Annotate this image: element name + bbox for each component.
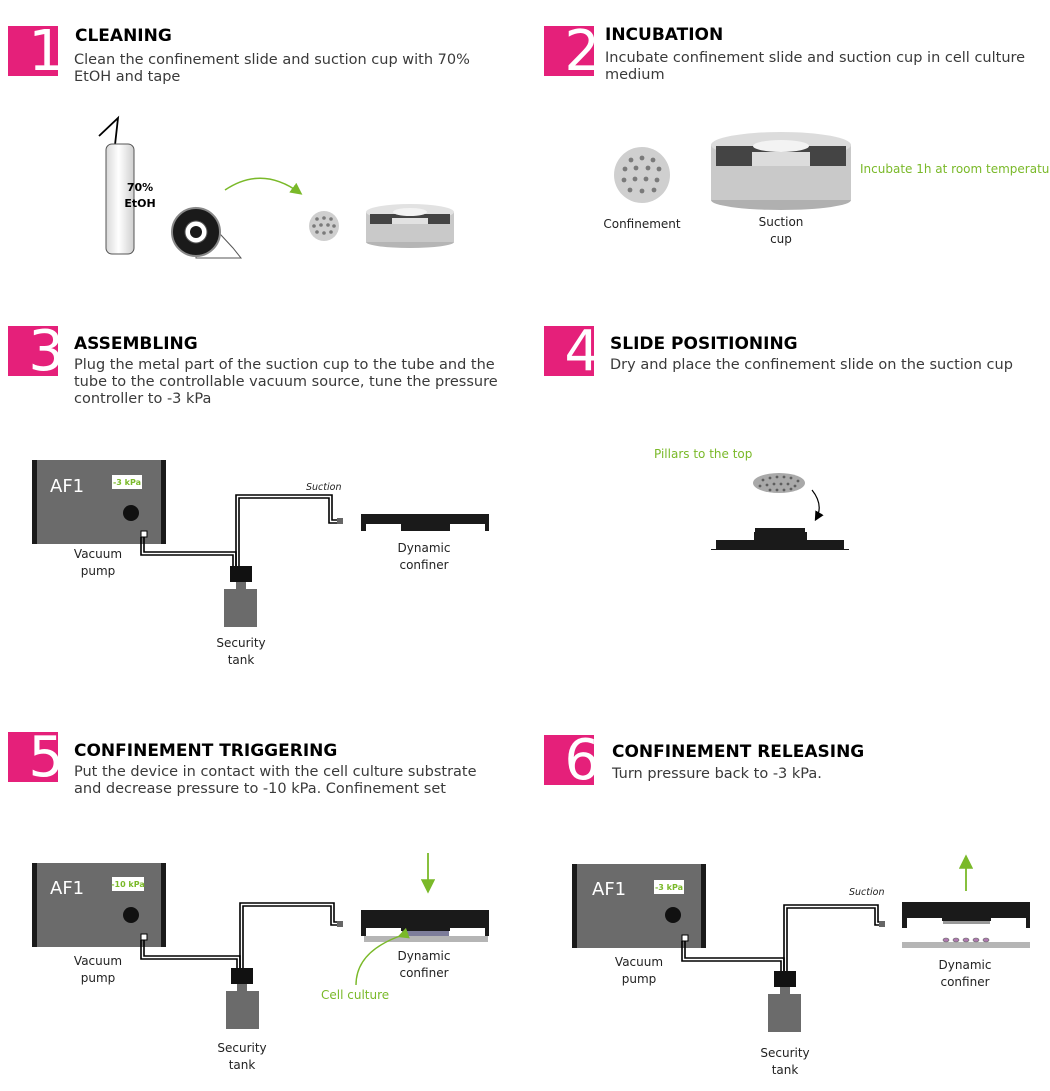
vacuum-pump-label-step6-2: pump [622,972,657,986]
pump-brand: AF1 [50,476,84,497]
green-arrow-icon [224,177,303,195]
confinement-slide-oval [753,473,805,493]
suction-cup-small [366,204,454,248]
pressure-display: -3 kPa [113,478,141,487]
bottle-label-70: 70% [127,181,153,194]
security-tank-step3 [224,566,257,627]
dynamic-confiner-label-step5-2: confiner [399,966,448,980]
step-2-title: INCUBATION [605,25,724,45]
incubate-note: Incubate 1h at room temperature [860,162,1050,176]
security-tank-label-step5-1: Security [217,1041,266,1055]
vacuum-pump-step6: AF1 -3 kPa [572,864,706,948]
suction-cup-large [711,132,851,210]
pressure-display-step5: -10 kPa [111,880,145,889]
step-3-description: Plug the metal part of the suction cup t… [74,357,498,407]
vacuum-pump-step3: AF1 -3 kPa [32,460,166,544]
step-2-description: Incubate confinement slide and suction c… [605,50,1026,83]
step-1-description: Clean the confinement slide and suction … [74,52,470,85]
step-5-number: 5 [8,732,58,782]
dynamic-confiner-label-1: Dynamic [398,541,451,555]
cell-culture-note: Cell culture [321,988,389,1002]
confinement-slide [614,147,670,203]
step-6-number: 6 [544,735,594,785]
suction-cup-hollow-step4 [711,531,849,549]
dynamic-confiner-step5 [337,910,489,942]
tubing-step3 [140,494,338,568]
dynamic-confiner-label-step5-1: Dynamic [398,949,451,963]
dynamic-confiner-label-step6-1: Dynamic [939,958,992,972]
suction-cup-label-1: Suction [759,215,804,229]
step-1-title: CLEANING [75,26,172,46]
ethanol-bottle: 70% EtOH [98,115,156,255]
confinement-label: Confinement [603,217,681,231]
security-tank-label-step6-1: Security [760,1046,809,1060]
dynamic-confiner-label-2: confiner [399,558,448,572]
vacuum-pump-label-2: pump [81,564,116,578]
tubing-step6 [681,904,884,972]
step-3-number: 3 [8,326,58,376]
step-1-number: 1 [8,26,58,76]
step-4-description: Dry and place the confinement slide on t… [610,357,1013,373]
dynamic-confiner-step6 [879,902,1030,948]
dynamic-confiner-step3 [337,514,489,531]
step-4-title: SLIDE POSITIONING [610,334,798,354]
step-4-number: 4 [544,326,594,376]
confinement-slide-small [309,211,339,241]
vacuum-pump-label-step5-2: pump [81,971,116,985]
pressure-display-step6: -3 kPa [655,883,683,892]
suction-cup-label-2: cup [770,232,792,246]
tape-roll [171,206,243,259]
vacuum-pump-label-1: Vacuum [74,547,122,561]
step-2-number: 2 [544,26,594,76]
tubing-step5 [140,902,340,970]
step-6-title: CONFINEMENT RELEASING [612,742,865,762]
curved-arrow-icon [811,489,824,522]
security-tank-label-step6-2: tank [772,1063,799,1077]
suction-label-step6: Suction [849,887,884,898]
step-3-title: ASSEMBLING [74,334,198,354]
step-5-description: Put the device in contact with the cell … [74,764,477,797]
security-tank-step5 [226,968,259,1029]
step-5-title: CONFINEMENT TRIGGERING [74,741,338,761]
security-tank-label-step5-2: tank [229,1058,256,1072]
dynamic-confiner-label-step6-2: confiner [940,975,989,989]
pillars-note: Pillars to the top [654,447,752,461]
security-tank-step6 [768,971,801,1032]
security-tank-label-2: tank [228,653,255,667]
suction-label-step3: Suction [306,482,341,493]
vacuum-pump-label-step5-1: Vacuum [74,954,122,968]
security-tank-label-1: Security [216,636,265,650]
vacuum-pump-label-step6-1: Vacuum [615,955,663,969]
vacuum-pump-step5: AF1 -10 kPa [32,863,166,947]
pump-brand-step5: AF1 [50,878,84,899]
cell-culture-pointer-icon [355,927,410,986]
step-6-description: Turn pressure back to -3 kPa. [612,766,822,782]
bottle-label-etoh: EtOH [124,197,155,210]
pump-brand-step6: AF1 [592,879,626,900]
